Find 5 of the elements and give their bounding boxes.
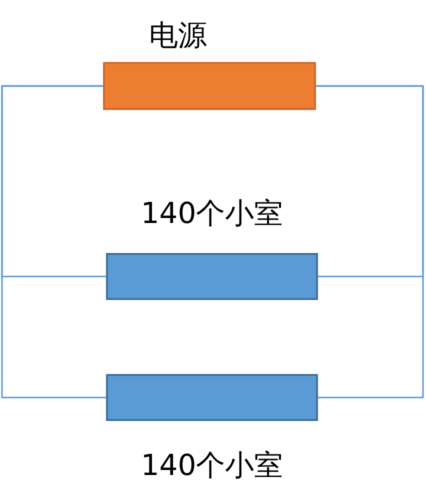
box-heading: 140个小室	[140, 195, 284, 232]
wire	[316, 85, 424, 398]
wire	[1, 85, 106, 398]
box-heading: 140个小室	[140, 447, 284, 484]
box-heading: 电源	[149, 17, 207, 54]
